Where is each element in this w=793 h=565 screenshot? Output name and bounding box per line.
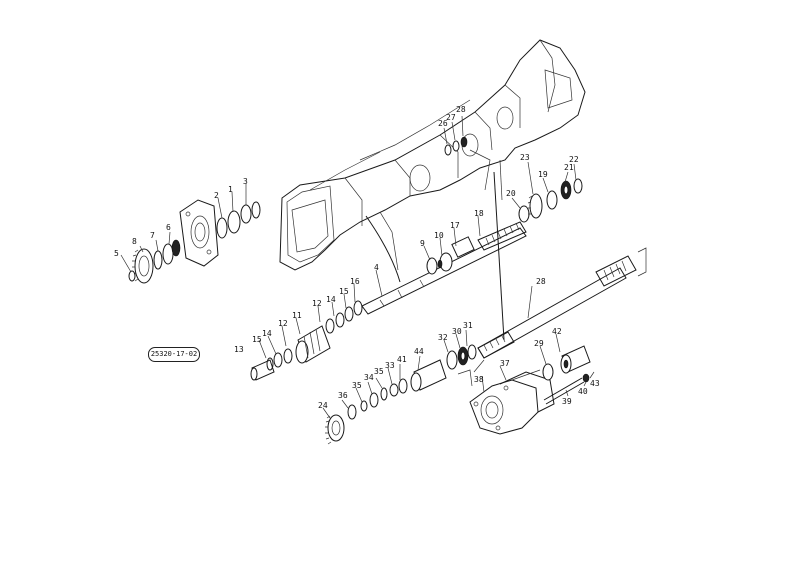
callout-15: 15	[339, 287, 349, 296]
section-line-right	[493, 171, 505, 341]
callout-2: 2	[214, 191, 219, 200]
callout-44: 44	[414, 347, 424, 356]
output-shaft-assembly	[322, 247, 647, 445]
callout-9: 9	[420, 239, 425, 248]
upper-right-bearings	[443, 115, 583, 223]
callout-19: 19	[538, 170, 548, 179]
callout-21: 21	[564, 163, 574, 172]
callout-24: 24	[318, 401, 328, 410]
callout-30: 30	[452, 327, 462, 336]
callout-3: 3	[243, 177, 248, 186]
callout-28: 28	[456, 105, 466, 114]
callout-35b: 35	[352, 381, 362, 390]
drawing-code-label: 25320-17-02	[148, 347, 200, 362]
callout-12a: 12	[312, 299, 322, 308]
callout-29: 29	[534, 339, 544, 348]
callout-33: 33	[385, 361, 395, 370]
callout-4: 4	[374, 263, 379, 272]
rear-housing-group	[457, 333, 595, 435]
callout-17: 17	[450, 221, 460, 230]
callout-42: 42	[552, 327, 562, 336]
callout-31: 31	[463, 321, 473, 330]
callout-13: 13	[234, 345, 244, 354]
callout-23: 23	[520, 153, 530, 162]
callout-36: 36	[338, 391, 348, 400]
callout-39: 39	[562, 397, 572, 406]
callout-10: 10	[434, 231, 444, 240]
callout-15b: 15	[252, 335, 262, 344]
callout-8: 8	[132, 237, 137, 246]
callout-41: 41	[397, 355, 407, 364]
callout-6: 6	[166, 223, 171, 232]
main-shaft-assembly	[250, 215, 527, 381]
callout-14b: 14	[262, 329, 272, 338]
callout-38: 38	[474, 375, 484, 384]
callout-40: 40	[578, 387, 588, 396]
callout-16: 16	[350, 277, 360, 286]
callout-27: 27	[446, 113, 456, 122]
callout-34: 34	[364, 373, 374, 382]
callout-20: 20	[506, 189, 516, 198]
callout-43: 43	[590, 379, 600, 388]
part-callouts: 1 2 3 5 6 7 8 4 9 10 17 18 16 15 14 12 1…	[114, 105, 600, 410]
callout-12b: 12	[278, 319, 288, 328]
callout-11: 11	[292, 311, 302, 320]
section-line-left	[365, 215, 401, 283]
callout-28b: 28	[536, 277, 546, 286]
callout-32: 32	[438, 333, 448, 342]
callout-7: 7	[150, 231, 155, 240]
callout-1: 1	[228, 185, 233, 194]
callout-35: 35	[374, 367, 384, 376]
callout-26: 26	[438, 119, 448, 128]
transmission-housing	[279, 39, 586, 271]
front-cover-group	[120, 184, 261, 284]
callout-14a: 14	[326, 295, 336, 304]
callout-18: 18	[474, 209, 484, 218]
callout-37: 37	[500, 359, 510, 368]
callout-5: 5	[114, 249, 119, 258]
callout-22: 22	[569, 155, 579, 164]
